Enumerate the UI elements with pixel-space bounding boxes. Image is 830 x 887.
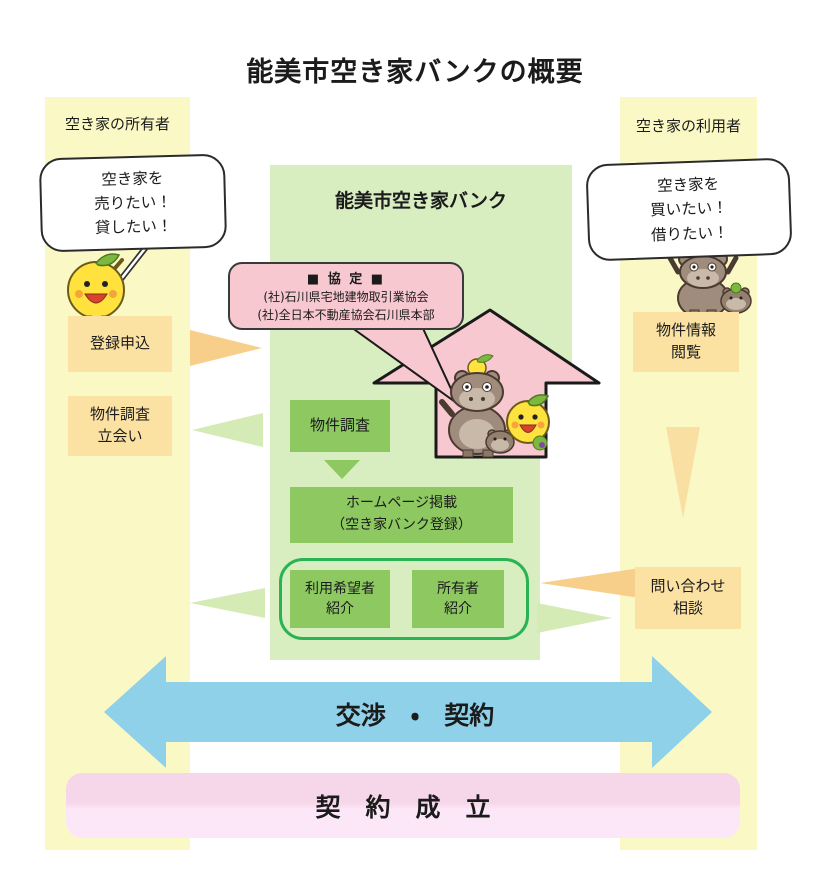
- agreement-bubble: ■ 協 定 ■ (社)石川県宅地建物取引業協会 (社)全日本不動産協会石川県本部: [228, 262, 464, 330]
- arrow-registration-to-bank: [190, 330, 262, 366]
- owner-speech-bubble: 空き家を 売りたい！ 貸したい！: [38, 153, 228, 253]
- contract-established-box: 契 約 成 立: [66, 773, 740, 838]
- info-browse-box: 物件情報 閲覧: [633, 312, 739, 372]
- bank-title: 能美市空き家バンク: [335, 190, 507, 212]
- arrow-intro-to-owner: [190, 588, 265, 618]
- agreement-members: (社)石川県宅地建物取引業協会 (社)全日本不動産協会石川県本部: [257, 290, 435, 322]
- arrow-intro-to-user: [537, 603, 612, 633]
- page-title: 能美市空き家バンクの概要: [246, 57, 584, 88]
- owner-column-header: 空き家の所有者: [64, 115, 170, 133]
- intro-owner-box: 所有者 紹介: [412, 570, 504, 628]
- arrow-survey-to-owner: [192, 413, 263, 447]
- homepage-listing-box: ホームページ掲載 （空き家バンク登録）: [290, 487, 513, 543]
- user-column-header: 空き家の利用者: [635, 117, 741, 135]
- introduction-frame: [279, 558, 529, 640]
- negotiation-label: 交渉 ・ 契約: [335, 701, 495, 730]
- registration-box: 登録申込: [68, 316, 172, 372]
- user-speech-bubble: 空き家を 買いたい！ 借りたい！: [585, 157, 793, 262]
- inquiry-box: 問い合わせ 相談: [635, 567, 741, 629]
- bank-survey-box: 物件調査: [290, 400, 390, 452]
- survey-attendance-box: 物件調査 立会い: [68, 396, 172, 456]
- agreement-heading: ■ 協 定 ■: [306, 272, 386, 288]
- intro-prospective-users-box: 利用希望者 紹介: [290, 570, 390, 628]
